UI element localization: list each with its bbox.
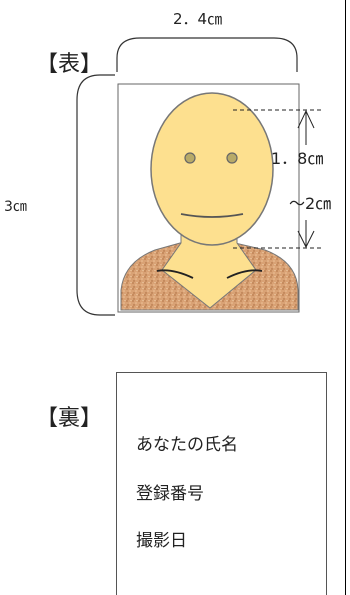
width-bracket xyxy=(116,37,298,72)
height-dimension-label: 3㎝ xyxy=(4,199,27,215)
back-card xyxy=(116,372,327,595)
collar-left xyxy=(156,269,194,279)
collar-right xyxy=(226,269,263,279)
left-eye xyxy=(184,152,196,164)
face-height-label: 1．8㎝ xyxy=(271,149,324,168)
back-line-name: あなたの氏名 xyxy=(136,435,238,455)
arrow-head-bottom xyxy=(297,230,315,249)
back-line-registration: 登録番号 xyxy=(136,484,204,504)
face xyxy=(150,92,274,246)
height-bracket xyxy=(76,74,115,316)
front-label: 【表】 xyxy=(36,52,103,77)
face-height-range-label: ～2㎝ xyxy=(289,194,332,213)
width-dimension-label: 2．4㎝ xyxy=(173,10,223,28)
right-eye xyxy=(226,152,238,164)
mouth xyxy=(180,213,244,218)
back-line-date: 撮影日 xyxy=(136,531,187,551)
back-label: 【裏】 xyxy=(36,406,103,431)
arrow-head-top xyxy=(297,109,315,129)
page-edge-line xyxy=(345,0,346,595)
